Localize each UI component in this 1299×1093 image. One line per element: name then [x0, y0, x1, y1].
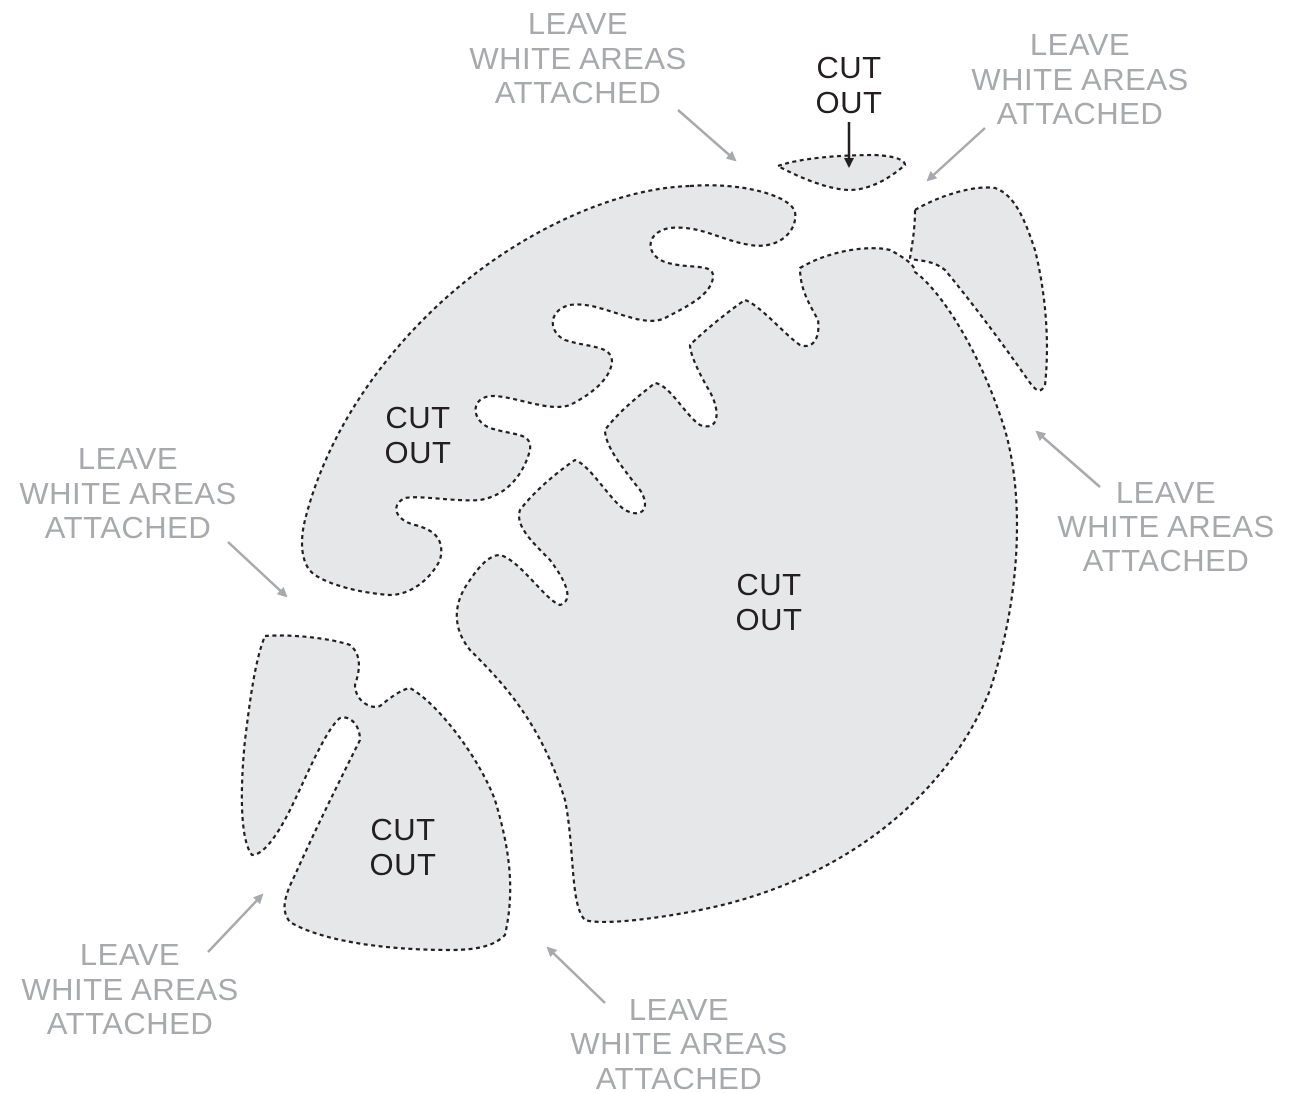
leave-label-bottom-left: LEAVE WHITE AREAS ATTACHED: [21, 937, 238, 1041]
leave-label-bottom-left-line3: ATTACHED: [47, 1006, 213, 1041]
cut-out-label-upper-body-line2: OUT: [385, 435, 452, 470]
leave-arrow-left: [228, 542, 286, 596]
cut-out-label-bottom-left-line1: CUT: [370, 812, 435, 847]
leave-label-top-left-line3: ATTACHED: [495, 75, 661, 110]
leave-label-top-right-line1: LEAVE: [1030, 27, 1130, 62]
leave-label-top-right-line3: ATTACHED: [997, 96, 1163, 131]
leave-label-top-right-line2: WHITE AREAS: [971, 62, 1188, 97]
leave-label-top-left-line1: LEAVE: [528, 6, 628, 41]
leave-label-left-line2: WHITE AREAS: [19, 476, 236, 511]
leave-label-top-left-line2: WHITE AREAS: [469, 41, 686, 76]
leave-label-bottom-center-line3: ATTACHED: [596, 1061, 762, 1093]
cut-out-label-upper-body: CUT OUT: [385, 400, 452, 470]
leave-label-right-line3: ATTACHED: [1083, 543, 1249, 578]
cut-out-label-main-body-line2: OUT: [736, 602, 803, 637]
cut-out-label-top: CUT OUT: [816, 50, 883, 120]
leave-arrow-top-left: [678, 110, 735, 160]
cut-out-label-main-body: CUT OUT: [736, 567, 803, 637]
leave-label-bottom-left-line1: LEAVE: [80, 937, 180, 972]
leave-arrow-top-right: [928, 128, 985, 180]
cut-out-label-top-line1: CUT: [816, 50, 881, 85]
leave-label-top-left: LEAVE WHITE AREAS ATTACHED: [469, 6, 686, 110]
cutout-piece-top-sliver: [778, 155, 905, 190]
leave-arrow-right: [1037, 432, 1100, 487]
leave-label-left-line1: LEAVE: [78, 441, 178, 476]
leave-label-bottom-center: LEAVE WHITE AREAS ATTACHED: [570, 992, 787, 1093]
leave-label-top-right: LEAVE WHITE AREAS ATTACHED: [971, 27, 1188, 131]
leave-label-left: LEAVE WHITE AREAS ATTACHED: [19, 441, 236, 545]
cut-out-label-main-body-line1: CUT: [736, 567, 801, 602]
cut-out-label-top-line2: OUT: [816, 85, 883, 120]
leave-label-right-line2: WHITE AREAS: [1057, 509, 1274, 544]
leave-label-bottom-left-line2: WHITE AREAS: [21, 972, 238, 1007]
leave-label-right-line1: LEAVE: [1116, 475, 1216, 510]
cut-out-label-upper-body-line1: CUT: [385, 400, 450, 435]
leave-label-bottom-center-line2: WHITE AREAS: [570, 1026, 787, 1061]
leave-arrow-bottom-center: [548, 948, 605, 1003]
leave-label-left-line3: ATTACHED: [45, 510, 211, 545]
leave-label-bottom-center-line1: LEAVE: [629, 992, 729, 1027]
leave-arrow-bottom-left: [208, 895, 262, 952]
cut-out-label-bottom-left-line2: OUT: [370, 847, 437, 882]
leave-label-right: LEAVE WHITE AREAS ATTACHED: [1057, 475, 1274, 578]
cut-out-label-bottom-left: CUT OUT: [370, 812, 437, 882]
cutout-piece-bottom-left-tip: [242, 635, 510, 950]
